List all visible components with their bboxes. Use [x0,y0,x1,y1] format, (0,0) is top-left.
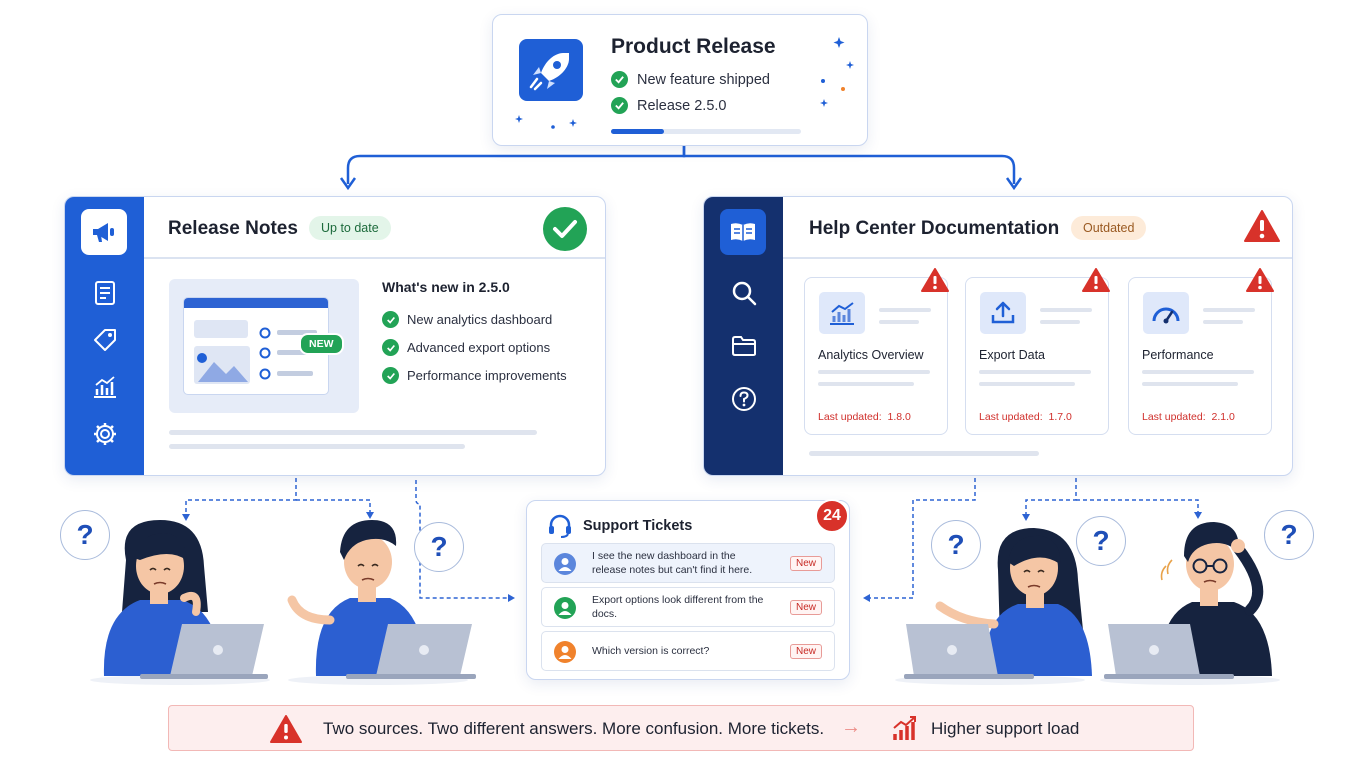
success-check-icon [543,207,587,251]
user-avatar-icon [554,641,576,663]
help-center-card: Help Center Documentation Outdated Analy… [703,196,1293,476]
warning-icon [1244,210,1280,242]
new-label: NEW [299,333,344,355]
header-divider [783,257,1292,259]
megaphone-icon[interactable] [81,209,127,255]
analytics-icon[interactable] [91,373,119,401]
warning-icon [921,268,949,292]
footer-message: Two sources. Two different answers. More… [323,719,825,738]
doc-card-export[interactable]: Export Data Last updated: 1.7.0 [965,277,1109,435]
whats-new-title: What's new in 2.5.0 [382,279,510,295]
laptop-4 [1104,624,1234,679]
outdated-badge: Outdated [1071,216,1147,240]
whats-new-item: Performance improvements [382,367,567,384]
check-icon [611,71,628,88]
doc-last-updated: Last updated: 1.7.0 [979,411,1072,423]
support-tickets-card: Support Tickets 24 I see the new dashboa… [526,499,850,680]
doc-title: Export Data [979,348,1046,362]
doc-last-updated: Last updated: 2.1.0 [1142,411,1235,423]
ticket-text: I see the new dashboard in the release n… [592,550,753,576]
check-icon [382,339,399,356]
chart-icon [819,292,865,334]
check-icon [382,367,399,384]
release-progress-bar [611,129,801,134]
placeholder-line [169,430,537,435]
ticket-row[interactable]: Which version is correct? New [541,631,835,671]
ticket-row[interactable]: Export options look different from the d… [541,587,835,627]
doc-title: Analytics Overview [818,348,924,362]
ticket-status-badge: New [790,600,823,615]
arrow-right-icon: → [841,716,861,738]
warning-icon [1082,268,1110,292]
dashboard-illustration: NEW [169,279,359,413]
help-icon[interactable] [730,385,758,413]
doc-card-analytics[interactable]: Analytics Overview Last updated: 1.8.0 [804,277,948,435]
laptop-3 [904,624,1034,679]
ticket-status-badge: New [790,556,823,571]
whats-new-item: New analytics dashboard [382,311,552,328]
rising-chart-icon [893,716,916,740]
sparkle-decoration [515,37,854,129]
footer-banner: Two sources. Two different answers. More… [168,705,1194,751]
check-icon [611,97,628,114]
question-bubble: ? [60,510,110,560]
product-release-card: Product Release New feature shipped Rele… [492,14,868,146]
release-notes-card: Release Notes Up to date NEW What's new … [64,196,606,476]
check-icon [382,311,399,328]
release-notes-title: Release Notes [168,218,298,239]
support-tickets-title: Support Tickets [583,518,693,534]
laptop-2 [346,624,476,679]
placeholder-line [809,451,1039,456]
gauge-icon [1143,292,1189,334]
folder-icon[interactable] [730,332,758,360]
doc-last-updated: Last updated: 1.8.0 [818,411,911,423]
product-release-title: Product Release [611,35,776,58]
footer-result: Higher support load [931,719,1080,738]
doc-card-performance[interactable]: Performance Last updated: 2.1.0 [1128,277,1272,435]
warning-icon [270,715,302,743]
person-confused-3 [935,528,1092,676]
user-avatar-icon [554,553,576,575]
ticket-count-badge: 24 [815,499,849,533]
book-icon[interactable] [720,209,766,255]
doc-title: Performance [1142,348,1214,362]
laptop-1 [140,624,268,679]
ticket-row[interactable]: I see the new dashboard in the release n… [541,543,835,583]
release-progress-fill [611,129,665,134]
person-confused-2 [287,520,426,676]
up-to-date-badge: Up to date [309,216,391,240]
ticket-status-badge: New [790,644,823,659]
question-bubble: ? [1076,516,1126,566]
tag-icon[interactable] [91,326,119,354]
whats-new-item: Advanced export options [382,339,550,356]
product-release-item: New feature shipped [611,71,770,88]
rocket-icon [519,39,583,101]
question-bubble: ? [414,522,464,572]
gear-icon[interactable] [91,420,119,448]
question-bubble: ? [931,520,981,570]
search-icon[interactable] [730,279,758,307]
header-divider [144,257,605,259]
list-rows-illustration [259,327,317,380]
user-avatar-icon [554,597,576,619]
document-icon[interactable] [91,279,119,307]
headset-icon [549,514,571,538]
image-placeholder-icon [194,346,250,384]
ticket-text: Which version is correct? [592,645,710,657]
upload-icon [980,292,1026,334]
ticket-text: Export options look different from the d… [592,594,764,620]
warning-icon [1246,268,1274,292]
placeholder-line [169,444,465,449]
question-bubble: ? [1264,510,1314,560]
product-release-item: Release 2.5.0 [611,97,726,114]
help-center-title: Help Center Documentation [809,218,1060,239]
